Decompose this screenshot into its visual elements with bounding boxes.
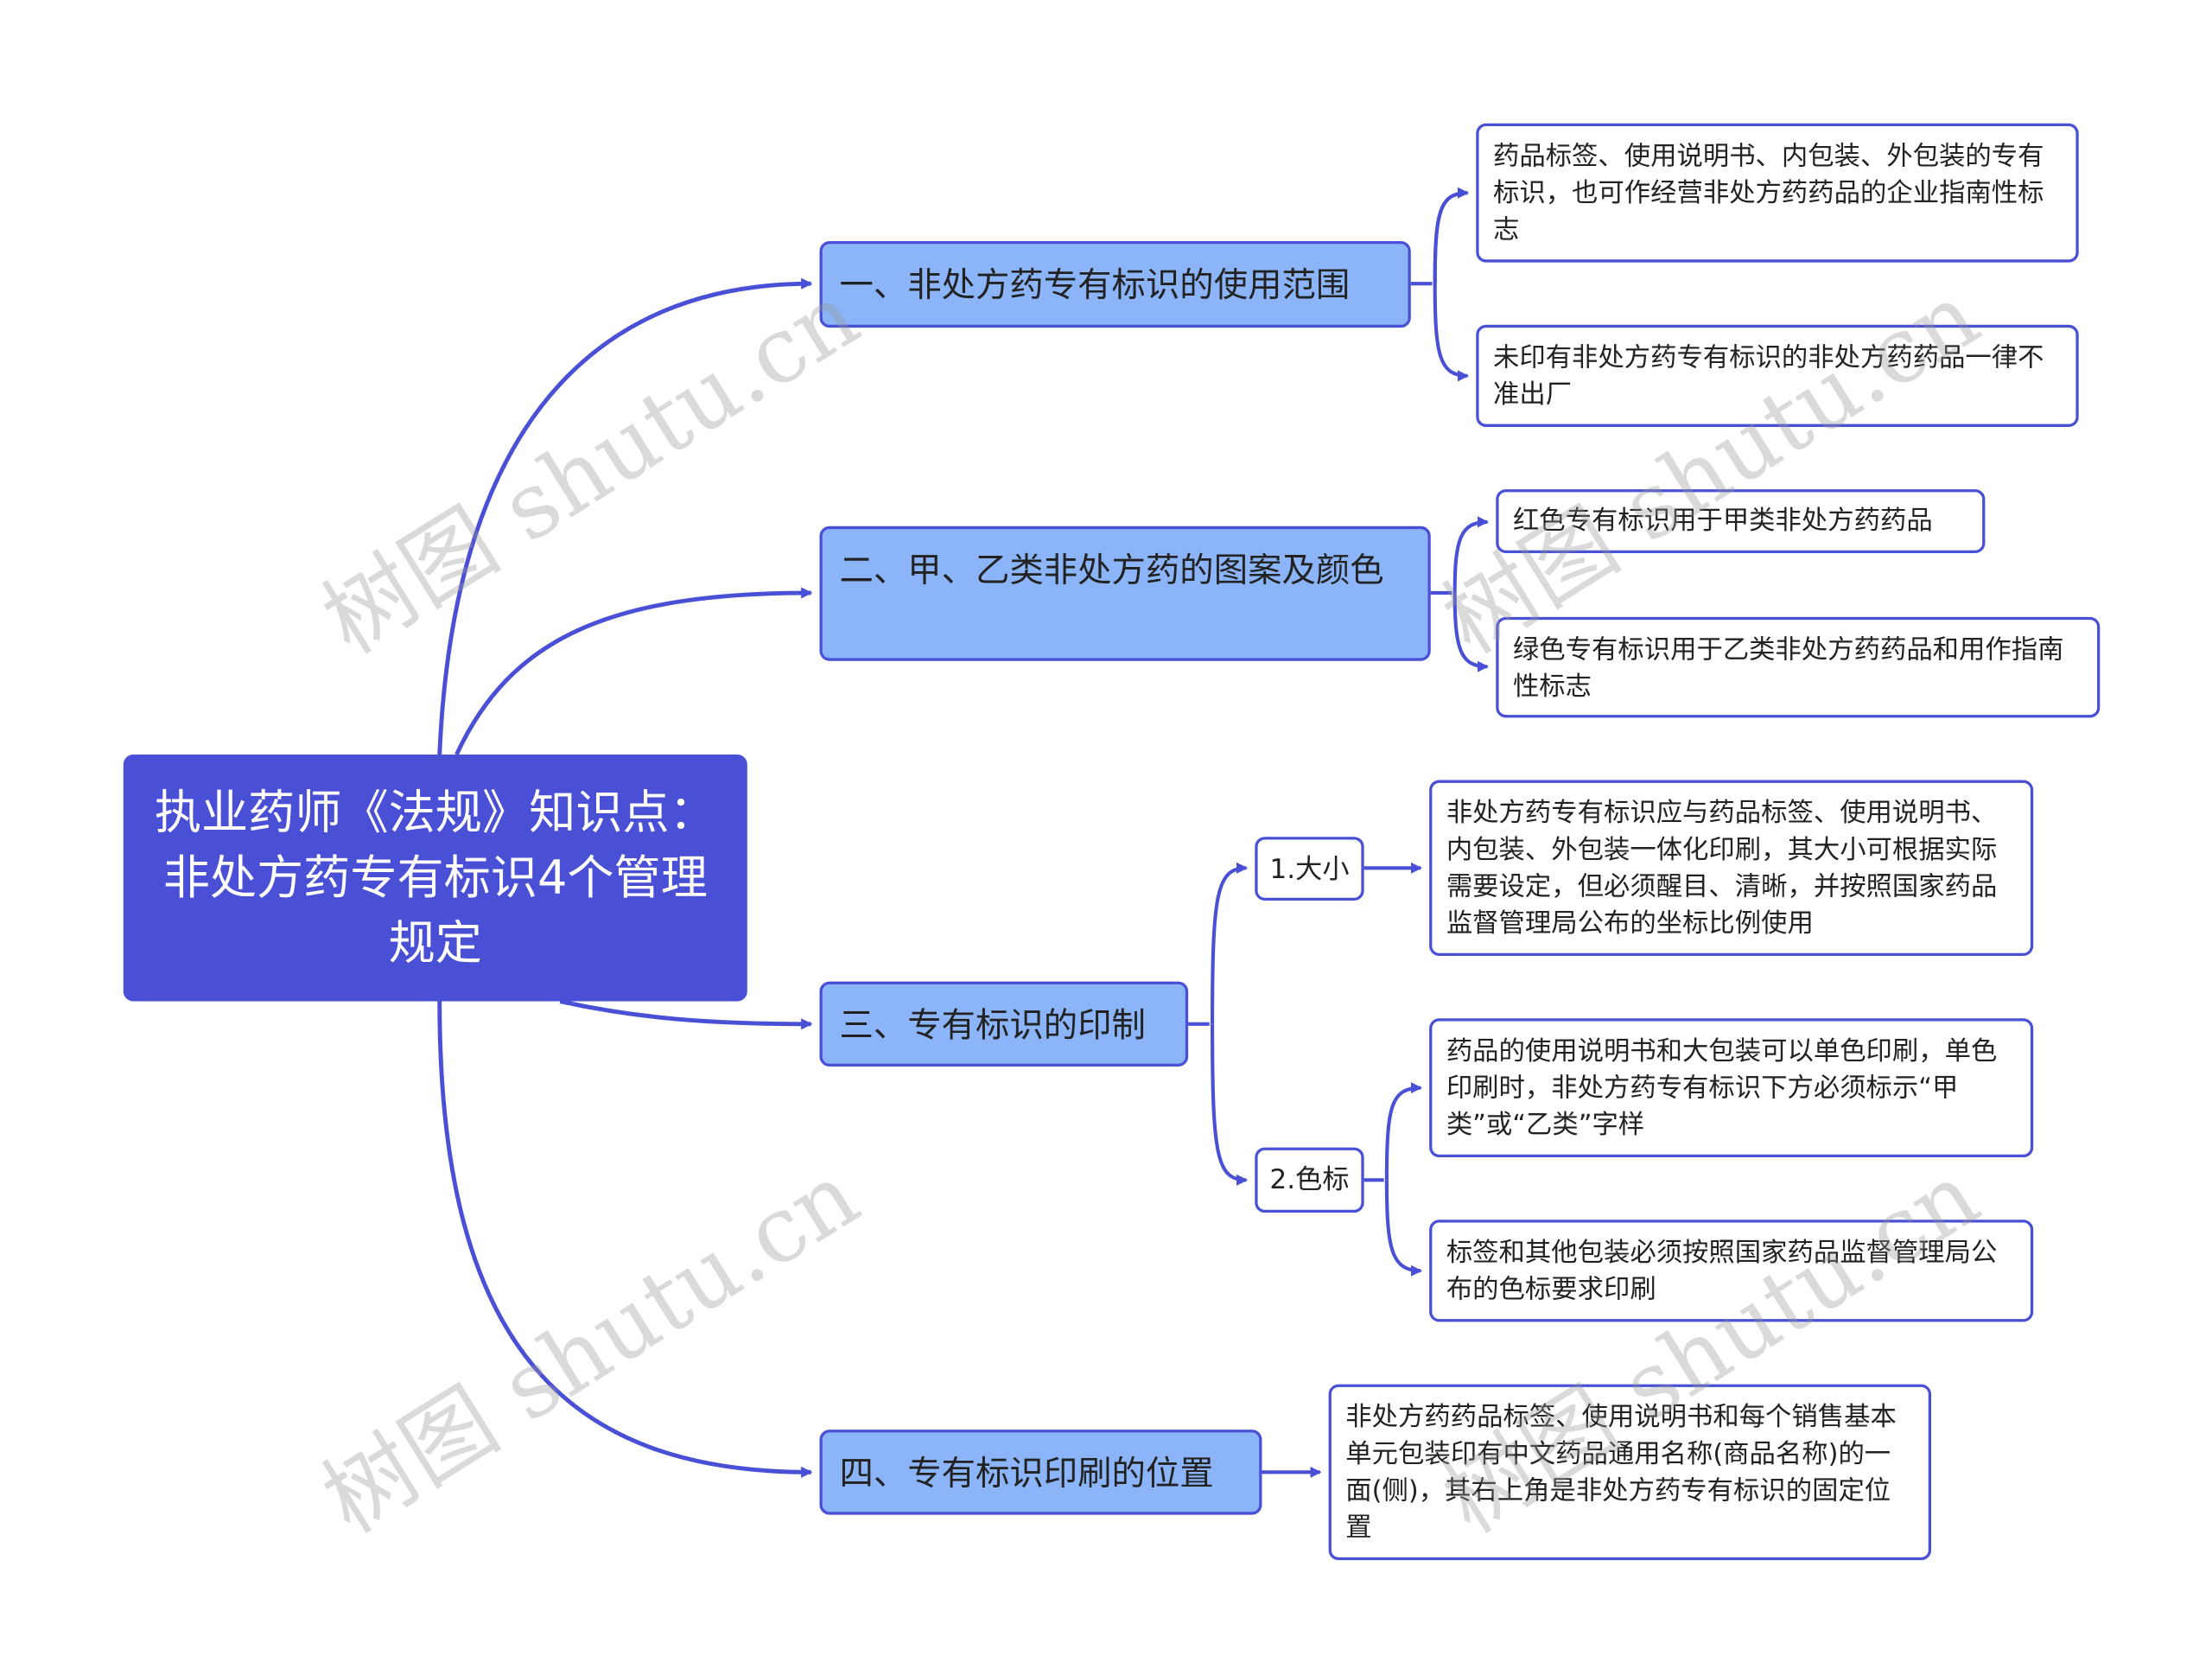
branch-label: 四、专有标识印刷的位置 (839, 1454, 1214, 1493)
branch-position[interactable]: 四、专有标识印刷的位置 (819, 1430, 1262, 1515)
branch-usage-scope[interactable]: 一、非处方药专有标识的使用范围 (819, 240, 1411, 328)
edge-root-b1 (437, 277, 813, 755)
leaf-node[interactable]: 红色专有标识用于甲类非处方药药品 (1496, 489, 1986, 553)
leaf-text: 药品的使用说明书和大包装可以单色印刷，单色印刷时，非处方药专有标识下方必须标示“… (1446, 1036, 1998, 1141)
leaf-node[interactable]: 药品的使用说明书和大包装可以单色印刷，单色印刷时，非处方药专有标识下方必须标示“… (1429, 1018, 2034, 1158)
edge-root-b3 (559, 999, 813, 1030)
branch-label: 二、甲、乙类非处方药的图案及颜色 (839, 550, 1384, 590)
sub-node-color-mark[interactable]: 2.色标 (1255, 1147, 1364, 1213)
leaf-node[interactable]: 非处方药药品标签、使用说明书和每个销售基本单元包装印有中文药品通用名称(商品名称… (1328, 1384, 1932, 1561)
leaf-node[interactable]: 标签和其他包装必须按照国家药品监督管理局公布的色标要求印刷 (1429, 1220, 2034, 1322)
root-title: 执业药师《法规》知识点：非处方药专有标识4个管理规定 (154, 784, 716, 971)
leaf-text: 非处方药专有标识应与药品标签、使用说明书、内包装、外包装一体化印刷，其大小可根据… (1446, 798, 1998, 939)
branch-label: 三、专有标识的印制 (839, 1005, 1146, 1046)
edge-root-b4 (437, 1001, 813, 1478)
leaf-text: 药品标签、使用说明书、内包装、外包装的专有标识，也可作经营非处方药药品的企业指南… (1492, 142, 2044, 245)
leaf-text: 红色专有标识用于甲类非处方药药品 (1512, 506, 1933, 537)
sub-label: 1.大小 (1269, 853, 1350, 885)
branch-pattern-color[interactable]: 二、甲、乙类非处方药的图案及颜色 (819, 525, 1431, 661)
branch-label: 一、非处方药专有标识的使用范围 (839, 264, 1351, 305)
sub-label: 2.色标 (1269, 1164, 1350, 1196)
sub-node-size[interactable]: 1.大小 (1255, 837, 1364, 901)
leaf-node[interactable]: 非处方药专有标识应与药品标签、使用说明书、内包装、外包装一体化印刷，其大小可根据… (1429, 780, 2034, 957)
leaf-text: 非处方药药品标签、使用说明书和每个销售基本单元包装印有中文药品通用名称(商品名称… (1345, 1402, 1897, 1544)
edge-root-b2 (454, 587, 813, 756)
root-node[interactable]: 执业药师《法规》知识点：非处方药专有标识4个管理规定 (123, 755, 747, 1002)
leaf-text: 标签和其他包装必须按照国家药品监督管理局公布的色标要求印刷 (1446, 1238, 1998, 1305)
leaf-node[interactable]: 绿色专有标识用于乙类非处方药药品和用作指南性标志 (1496, 616, 2101, 718)
branch-printing[interactable]: 三、专有标识的印制 (819, 981, 1189, 1067)
leaf-text: 绿色专有标识用于乙类非处方药药品和用作指南性标志 (1512, 635, 2064, 703)
leaf-text: 未印有非处方药专有标识的非处方药药品一律不准出厂 (1492, 343, 2044, 411)
leaf-node[interactable]: 药品标签、使用说明书、内包装、外包装的专有标识，也可作经营非处方药药品的企业指南… (1476, 123, 2079, 263)
leaf-node[interactable]: 未印有非处方药专有标识的非处方药药品一律不准出厂 (1476, 324, 2079, 427)
